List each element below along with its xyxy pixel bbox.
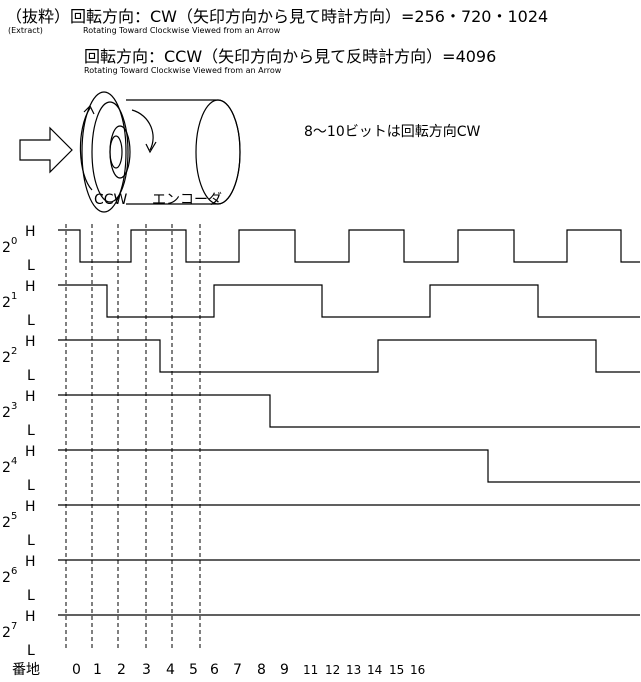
high-label: H	[25, 334, 36, 350]
header-ccw-line: 回転方向：CCW（矢印方向から見て反時計方向）=4096	[84, 47, 496, 66]
low-label: L	[27, 588, 35, 604]
ccw-label: CCW	[94, 192, 128, 208]
header-ccw-sub: Rotating Toward Clockwise Viewed from an…	[84, 66, 282, 75]
bit-exponent-label: 6	[11, 566, 17, 577]
address-number: 0	[72, 662, 81, 678]
low-label: L	[27, 258, 35, 274]
bit-exponent-label: 1	[11, 291, 17, 302]
low-label: L	[27, 478, 35, 494]
low-label: L	[27, 313, 35, 329]
bit-base-label: 2	[2, 295, 11, 311]
encoder-shaft-end	[109, 135, 123, 169]
rotation-cw-arrow-icon	[131, 109, 154, 151]
low-label: L	[27, 533, 35, 549]
rotation-ccw-arrow-icon	[79, 107, 93, 191]
bit-exponent-label: 0	[11, 236, 17, 247]
encoder-back-face	[195, 99, 241, 205]
address-number: 11	[303, 663, 318, 677]
address-number: 9	[280, 662, 289, 678]
address-number: 4	[166, 662, 175, 678]
bit-base-label: 2	[2, 460, 11, 476]
encoder-shaft	[109, 125, 131, 179]
bit-base-label: 2	[2, 515, 11, 531]
header-extract-sub: (Extract)	[8, 26, 43, 35]
bit-waveform	[58, 339, 640, 373]
bit-exponent-label: 2	[11, 346, 17, 357]
header-cw-sub: Rotating Toward Clockwise Viewed from an…	[83, 26, 281, 35]
direction-arrow-icon	[19, 126, 73, 174]
rotation-cw-arrowhead-icon	[145, 141, 157, 154]
low-label: L	[27, 368, 35, 384]
low-label: L	[27, 423, 35, 439]
bit-base-label: 2	[2, 405, 11, 421]
bit-exponent-label: 7	[11, 621, 17, 632]
address-number: 16	[410, 663, 425, 677]
bit-waveform	[58, 449, 640, 483]
address-number: 5	[189, 662, 198, 678]
encoder-flange-outer	[81, 91, 127, 213]
low-label: L	[27, 643, 35, 659]
encoder-label: エンコーダ	[152, 192, 222, 208]
address-number: 2	[117, 662, 126, 678]
bit-base-label: 2	[2, 350, 11, 366]
bit-waveform	[58, 284, 640, 318]
bit-exponent-label: 3	[11, 401, 17, 412]
high-label: H	[25, 609, 36, 625]
cw-bit-note: 8～10ビットは回転方向CW	[304, 124, 480, 140]
address-number: 13	[346, 663, 361, 677]
header: （抜粋）回転方向：CW（矢印方向から見て時計方向）=256・720・1024 (…	[6, 7, 548, 75]
bit-base-label: 2	[2, 240, 11, 256]
encoder-illustration	[19, 91, 241, 213]
address-number: 15	[389, 663, 404, 677]
encoder-flange-inner	[91, 101, 129, 203]
address-number: 1	[93, 662, 102, 678]
bit-base-label: 2	[2, 570, 11, 586]
high-label: H	[25, 554, 36, 570]
bit-exponent-label: 4	[11, 456, 17, 467]
header-cw-line: （抜粋）回転方向：CW（矢印方向から見て時計方向）=256・720・1024	[6, 7, 548, 26]
address-number: 3	[142, 662, 151, 678]
high-label: H	[25, 444, 36, 460]
bit-waveform	[58, 394, 640, 428]
address-number: 8	[257, 662, 266, 678]
rotation-ccw-arrowhead-icon	[83, 104, 95, 115]
address-label: 番地	[12, 662, 40, 678]
high-label: H	[25, 499, 36, 515]
high-label: H	[25, 279, 36, 295]
bit-exponent-label: 5	[11, 511, 17, 522]
address-number: 6	[210, 662, 219, 678]
address-number: 14	[367, 663, 382, 677]
high-label: H	[25, 389, 36, 405]
address-number: 12	[325, 663, 340, 677]
address-number: 7	[233, 662, 242, 678]
bit-base-label: 2	[2, 625, 11, 641]
bit-waveform	[58, 229, 640, 263]
high-label: H	[25, 224, 36, 240]
